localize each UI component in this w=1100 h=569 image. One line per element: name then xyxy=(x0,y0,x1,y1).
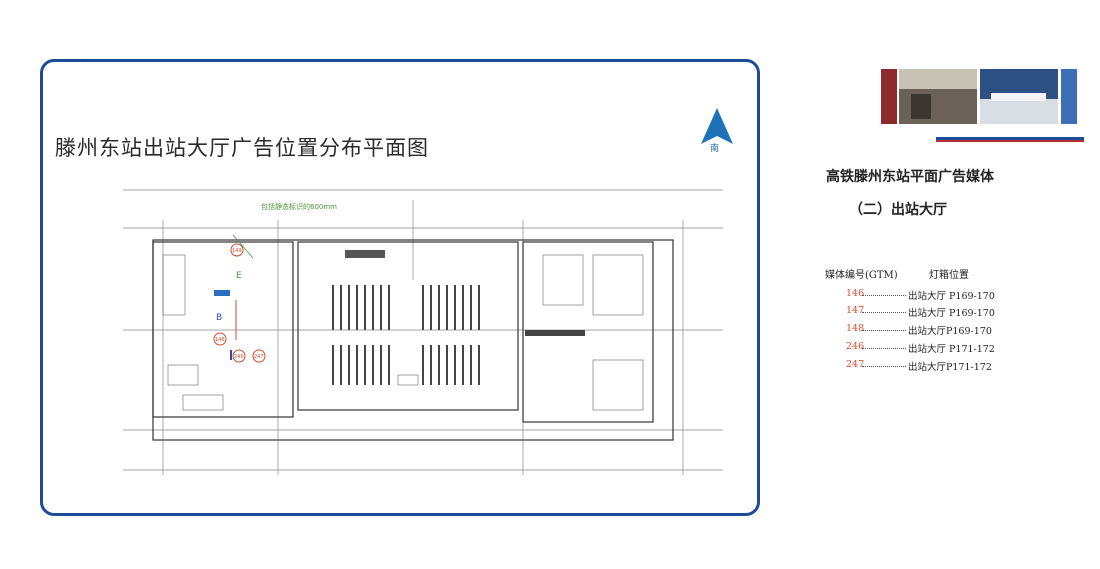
plan-annotation: 包括静态标识的600mm xyxy=(261,202,337,211)
column-header-position: 灯箱位置 xyxy=(929,270,969,281)
floor-plan-drawing: 包括静态标识的600mm 149 E B 146 246 247 xyxy=(123,189,723,475)
media-code: 147 xyxy=(846,305,865,316)
ad-marker: 247 xyxy=(252,349,266,363)
media-position: 出站大厅 P171-172 xyxy=(908,344,995,355)
media-row: 246 出站大厅 P171-172 xyxy=(842,341,1002,355)
media-position: 出站大厅P169-170 xyxy=(908,326,992,337)
svg-text:246: 246 xyxy=(234,354,244,360)
media-position: 出站大厅 P169-170 xyxy=(908,308,995,319)
media-heading: 高铁滕州东站平面广告媒体 xyxy=(826,169,994,185)
north-label: 南 xyxy=(710,144,720,154)
media-position: 出站大厅 P169-170 xyxy=(908,291,995,302)
media-position: 出站大厅P171-172 xyxy=(908,362,992,373)
ad-marker: 146 xyxy=(213,332,227,346)
media-row: 146 出站大厅 P169-170 xyxy=(842,288,1002,302)
media-code: 246 xyxy=(846,341,865,352)
media-code: 148 xyxy=(846,323,865,334)
floorplan-panel: 滕州东站出站大厅广告位置分布平面图 南 xyxy=(40,59,760,516)
media-code: 247 xyxy=(846,359,865,370)
leader-dots xyxy=(862,348,906,349)
svg-text:247: 247 xyxy=(254,354,264,360)
column-header-code: 媒体编号(GTM) xyxy=(825,270,898,281)
leader-dots xyxy=(862,312,906,313)
media-code: 146 xyxy=(846,288,865,299)
ad-marker: E xyxy=(236,271,242,281)
media-row: 148 出站大厅P169-170 xyxy=(842,323,1002,337)
leader-dots xyxy=(862,330,906,331)
station-photo-thumbnails xyxy=(881,69,1077,124)
media-row: 147 出站大厅 P169-170 xyxy=(842,305,1002,319)
media-row: 247 出站大厅P171-172 xyxy=(842,359,1002,373)
leader-dots xyxy=(862,295,906,296)
media-subheading: （二）出站大厅 xyxy=(849,202,947,218)
accent-bar xyxy=(936,140,1084,142)
ad-marker: 246 xyxy=(232,349,246,363)
ad-marker: B xyxy=(216,313,222,323)
ad-marker: 149 xyxy=(230,243,244,257)
leader-dots xyxy=(862,366,906,367)
north-arrow-icon xyxy=(701,108,733,144)
plan-title: 滕州东站出站大厅广告位置分布平面图 xyxy=(55,136,429,160)
svg-text:149: 149 xyxy=(232,248,242,254)
svg-text:146: 146 xyxy=(215,337,225,343)
accent-bar xyxy=(936,137,1084,140)
